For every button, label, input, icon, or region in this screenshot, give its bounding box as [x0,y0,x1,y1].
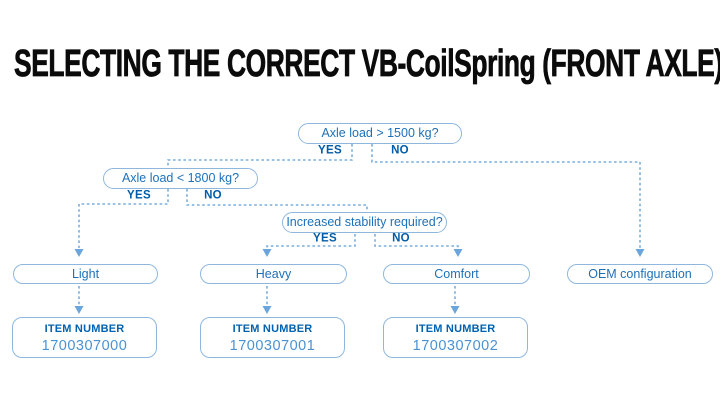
connector-d3-no-to-comfort [374,234,463,257]
decision-increased-stability-yes-label: YES [313,232,337,245]
outcome-oem-configuration-label: OEM configuration [588,266,692,281]
decision-axle-load-1500-question: Axle load > 1500 kg? [321,126,439,141]
connector-light-to-item1 [74,286,84,314]
outcome-comfort: Comfort [383,264,530,284]
item-box-light: ITEM NUMBER 1700307000 [12,317,157,358]
connector-d2-no-to-d3 [186,189,368,211]
decision-axle-load-1500: Axle load > 1500 kg? [298,123,462,144]
decision-increased-stability-no-label: NO [392,232,410,245]
decision-axle-load-1800-yes-label: YES [127,189,151,202]
item-box-heavy: ITEM NUMBER 1700307001 [200,317,345,358]
outcome-light: Light [13,264,158,284]
decision-axle-load-1800-no-label: NO [204,189,222,202]
outcome-oem-configuration: OEM configuration [567,264,713,284]
decision-increased-stability: Increased stability required? [282,212,447,233]
decision-axle-load-1500-no-label: NO [391,144,409,157]
page-title: SELECTING THE CORRECT VB-CoilSpring (FRO… [14,42,720,85]
decision-axle-load-1500-yes-label: YES [318,144,342,157]
item-box-heavy-number: 1700307001 [229,338,316,354]
connector-d1-yes-to-d2 [167,144,353,166]
connector-d3-yes-to-heavy [262,234,356,257]
decision-axle-load-1800-question: Axle load < 1800 kg? [121,171,240,186]
outcome-comfort-label: Comfort [434,266,479,281]
item-box-comfort-number: 1700307002 [412,338,499,354]
item-box-light-number: 1700307000 [41,338,128,354]
item-box-comfort: ITEM NUMBER 1700307002 [383,317,528,358]
connector-d1-no-to-oem [371,144,645,257]
decision-increased-stability-question: Increased stability required? [286,215,443,230]
item-box-light-heading: ITEM NUMBER [44,323,125,335]
item-box-comfort-heading: ITEM NUMBER [415,323,496,335]
connector-heavy-to-item2 [262,286,272,314]
outcome-light-label: Light [71,266,100,281]
decision-axle-load-1800: Axle load < 1800 kg? [103,168,258,189]
connector-comfort-to-item3 [450,286,460,314]
outcome-heavy: Heavy [200,264,347,284]
connector-d2-yes-to-light [74,189,169,257]
item-box-heavy-heading: ITEM NUMBER [232,323,313,335]
outcome-heavy-label: Heavy [255,266,292,281]
